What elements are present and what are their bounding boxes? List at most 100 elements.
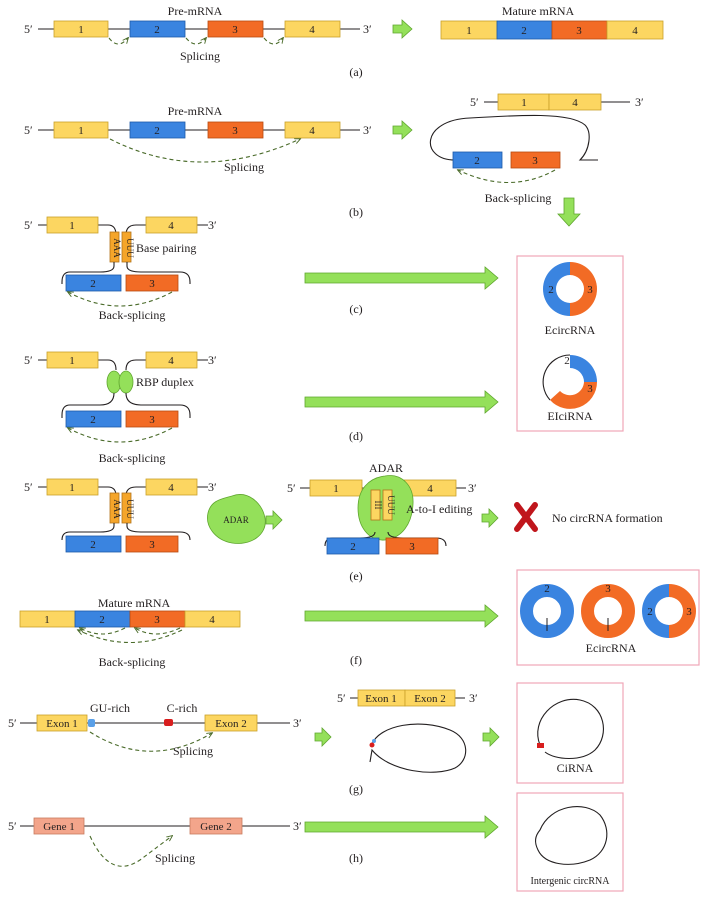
exon-1-label: 1 [69,482,75,494]
down-arrow [557,197,581,227]
ecircrna-exon-3-arc [570,262,597,316]
gu-rich-label: GU-rich [90,701,130,715]
gene-1-label: Gene 1 [43,821,74,833]
process-arrow [304,815,499,839]
exon-4-label: 4 [209,614,215,626]
panel-h: 5′ 3′ Gene 1 Gene 2 Splicing (h) Interge… [8,792,624,892]
exon-2 [65,535,122,553]
products-box-cd: 2 3 EcircRNA 2 3 EIciRNA [516,255,624,432]
circ-2-3-exon-2-arc [642,584,669,638]
circ-exon-2-label: 2 [544,583,550,595]
process-arrow [482,727,500,747]
exon-4-label: 4 [168,482,174,494]
exon-4-label: 4 [309,24,315,36]
exon-3-label: 3 [232,24,238,36]
eicirna-exon-2-label: 2 [564,355,570,367]
panel-a: 5′ 3′ 1 2 3 4 Pre-mRNA Splicing Mature m… [24,4,664,79]
ecircrna-exon-2-arc [543,262,570,316]
exon-2-label: Exon 2 [215,718,246,730]
products-frame [516,682,624,784]
exon-1 [53,121,109,139]
lariat-exon-3-label: 3 [532,155,538,167]
exon-2-label: 2 [154,125,160,137]
x-mark-icon [514,502,538,532]
process-arrow [265,510,283,530]
exon-2 [65,274,122,292]
five-prime-label: 5′ [24,22,33,36]
edited-strand-right [382,489,393,521]
process-arrow [304,604,499,628]
exon-2-label: 2 [99,614,105,626]
circ-2-3-exon-3-arc [669,584,696,638]
panel-f: Mature mRNA 1 2 3 4 Back-splicing (f) 2 … [19,569,700,669]
exon-2-label: 2 [90,278,96,290]
process-arrow [314,727,332,747]
process-arrow [304,266,499,290]
ecircrna-label: EcircRNA [586,641,637,655]
five-prime-label: 5′ [24,353,33,367]
exon-4-label: 4 [168,220,174,232]
gu-rich-motif [88,719,95,727]
mature-exon-4-label: 4 [632,25,638,37]
edited-exon-2-label: 2 [350,541,356,553]
edited-exon-3-label: 3 [409,541,415,553]
ecircrna-label: EcircRNA [545,323,596,337]
exon-4 [284,121,341,139]
intergenic-loop [535,806,608,865]
three-prime-label: 3′ [208,480,217,494]
pair-right-label: UUU [125,238,135,258]
exon-1 [46,478,99,496]
five-prime-label: 5′ [470,95,479,109]
exon-1-label: 1 [78,24,84,36]
pair-left-label: AAA [112,499,122,519]
exon-1 [46,351,99,369]
ecircrna-exon-2-label: 2 [548,284,554,296]
base-pairing-label: Base pairing [136,241,196,255]
three-prime-label: 3′ [293,716,302,730]
c-rich-motif [164,719,173,726]
spliced-exon-1-label: Exon 1 [365,693,396,705]
caption-a: (a) [349,65,362,79]
exon-2-label: 2 [90,414,96,426]
process-arrow [481,508,499,528]
three-prime-label: 3′ [363,22,372,36]
exon-3-label: 3 [232,125,238,137]
exon-1 [46,216,99,234]
circ-2-3-exon-3-label: 3 [686,606,692,618]
exon-2 [65,410,122,428]
exon-4 [145,351,198,369]
exon-2 [129,20,186,38]
back-splicing-label: Back-splicing [99,451,166,465]
exon-4-label: 4 [168,355,174,367]
three-prime-label: 3′ [363,123,372,137]
cirna-junction [537,743,544,748]
products-frame [516,255,624,432]
five-prime-label: 5′ [24,480,33,494]
cirna-label: CiRNA [557,761,594,775]
exon-1 [53,20,109,38]
process-arrow [392,120,413,140]
linear-exon-1-label: 1 [521,97,527,109]
caption-g: (g) [349,782,363,796]
pair-right-label: UUU [125,499,135,519]
spliced-exon-2 [404,689,456,707]
exon-3-label: 3 [154,614,160,626]
five-prime-label: 5′ [8,819,17,833]
panel-c: 5′ 1 4 3′ AAA UUU Base pairing 2 3 Back-… [24,216,499,322]
circ-exon-3-label: 3 [605,583,611,595]
pre-mrna-title: Pre-mRNA [168,4,223,18]
five-prime-label: 5′ [8,716,17,730]
splicing-label: Splicing [180,49,220,63]
process-arrow [304,390,499,414]
linear-exon-4-label: 4 [572,97,578,109]
gu-rich-dot [372,739,376,743]
cirna-loop [537,698,604,760]
eicirna-label: EIciRNA [547,409,593,423]
three-prime-label: 3′ [469,691,478,705]
exon-4 [145,478,198,496]
exon-1-label: 1 [69,220,75,232]
exon-3 [125,274,179,292]
eicirna-exon-3-label: 3 [587,383,593,395]
adar-top-label: ADAR [369,461,403,475]
exon-3-label: 3 [149,539,155,551]
